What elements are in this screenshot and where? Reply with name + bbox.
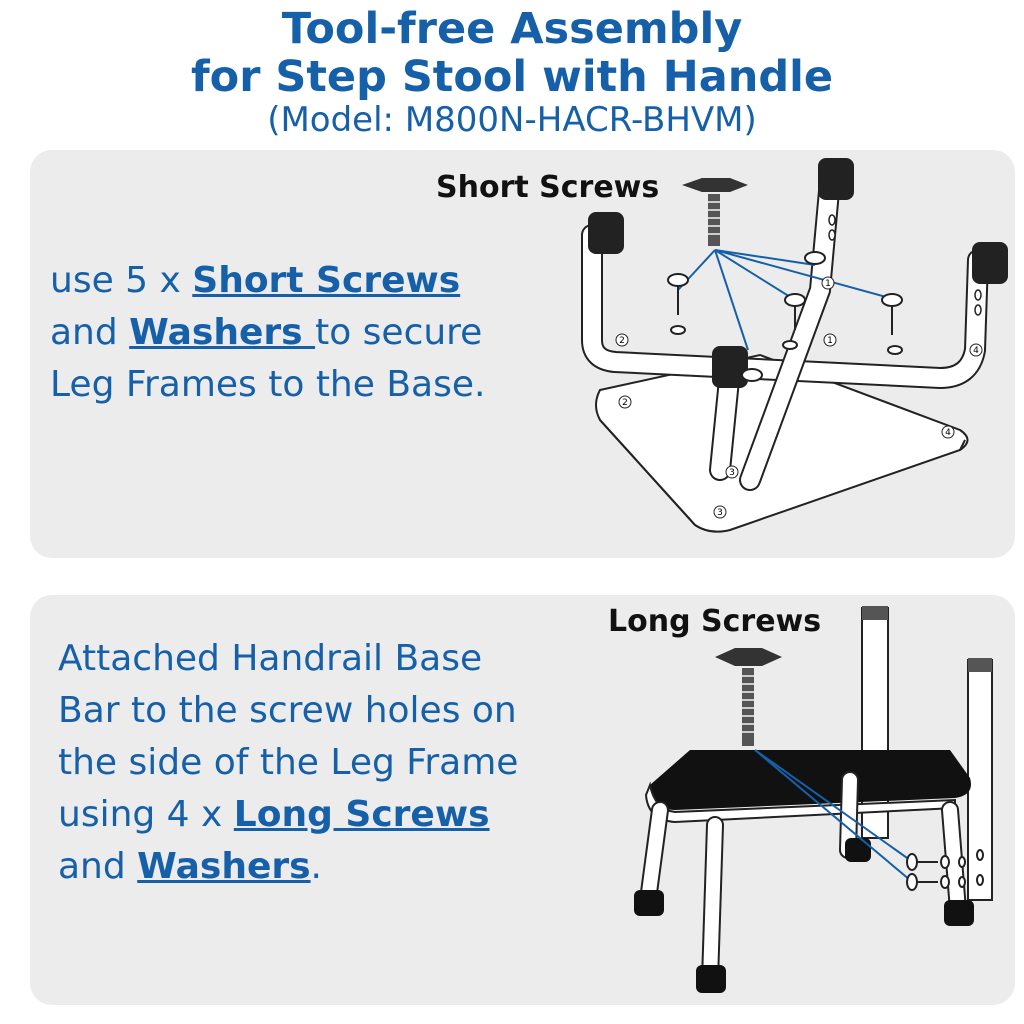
- marker-2: 2: [619, 336, 625, 346]
- long-screws-label: Long Screws: [608, 604, 822, 639]
- marker-4: 4: [945, 428, 951, 438]
- step2-text-3: .: [310, 846, 322, 887]
- step-panel-short-screws: [30, 150, 1015, 558]
- handrail-diagram: [634, 606, 993, 993]
- marker-1: 1: [827, 336, 833, 346]
- step2-long-screws-label: Long Screws: [233, 794, 490, 835]
- marker-3: 3: [729, 468, 735, 478]
- short-screws-label: Short Screws: [436, 170, 660, 205]
- model-number: (Model: M800N-HACR-BHVM): [267, 100, 757, 140]
- leg-frame-diagram: 2 2 1 1 3 3 4 4: [581, 158, 1008, 533]
- step2-text-1: Attached Handrail Base Bar to the screw …: [58, 638, 519, 835]
- step2-washers-label: Washers: [137, 846, 311, 887]
- marker-2: 2: [622, 398, 628, 408]
- step2-text-2: and: [58, 846, 138, 887]
- title-line-1: Tool-free Assembly: [281, 4, 743, 54]
- marker-4: 4: [973, 346, 979, 356]
- step1-text-1: use 5 x: [50, 260, 193, 301]
- step1-text-2: and: [50, 312, 130, 353]
- foot-cap: [818, 158, 854, 200]
- foot-cap: [712, 346, 748, 388]
- marker-3: 3: [717, 508, 723, 518]
- long-screw-icon: [715, 648, 782, 746]
- short-screw-icon: [682, 178, 748, 246]
- foot-cap: [972, 242, 1008, 284]
- title-line-2: for Step Stool with Handle: [190, 52, 834, 102]
- foot-cap: [588, 212, 624, 254]
- step2-instructions: Attached Handrail Base Bar to the screw …: [58, 633, 538, 893]
- marker-1: 1: [825, 279, 831, 289]
- step1-instructions: use 5 x Short Screws and Washers to secur…: [50, 255, 550, 411]
- step1-washers-label: Washers: [129, 312, 316, 353]
- step1-short-screws-label: Short Screws: [192, 260, 461, 301]
- step1-text-3: to secure Leg Frames to the Base.: [50, 312, 486, 405]
